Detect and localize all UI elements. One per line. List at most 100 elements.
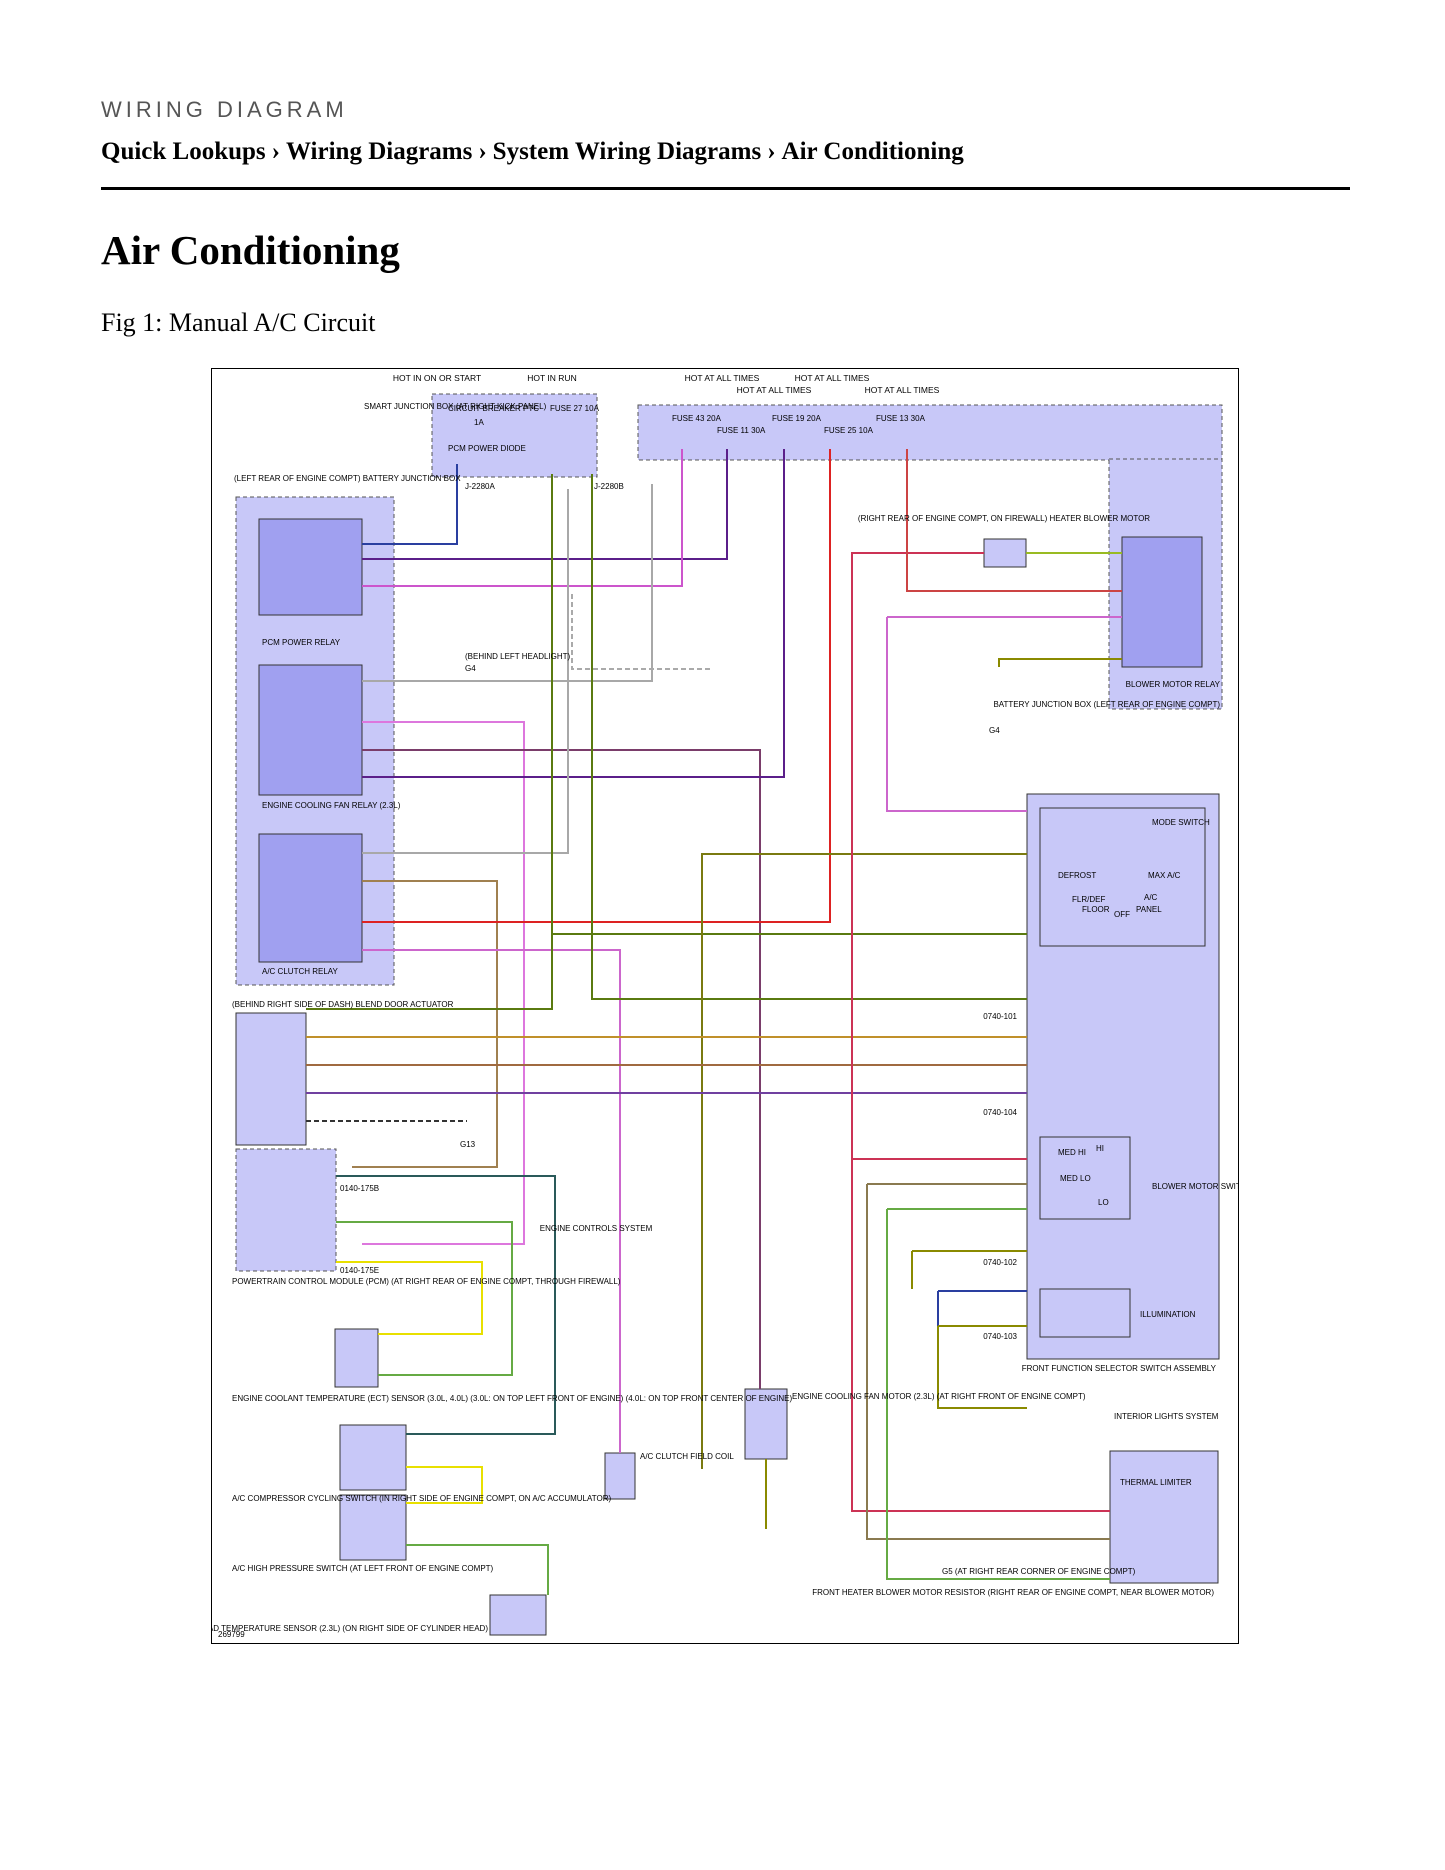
label-heater-blower: (RIGHT REAR OF ENGINE COMPT, ON FIREWALL… — [858, 514, 1150, 523]
label-mode-floor: FLOOR — [1082, 905, 1110, 914]
wire-blu-red-fan — [362, 449, 785, 778]
label-blower-switch: BLOWER MOTOR SWITCH — [1152, 1182, 1238, 1191]
label-conn-0740-104: 0740-104 — [983, 1108, 1017, 1117]
label-resistor: FRONT HEATER BLOWER MOTOR RESISTOR (RIGH… — [812, 1588, 1214, 1597]
label-breaker-rating: 1A — [474, 418, 484, 427]
label-blower-medhi: MED HI — [1058, 1148, 1086, 1157]
label-high-pressure: A/C HIGH PRESSURE SWITCH (AT LEFT FRONT … — [232, 1564, 494, 1573]
heater-blower-motor — [983, 538, 1027, 568]
label-illumination: ILLUMINATION — [1140, 1310, 1196, 1319]
wire-grn-brn-top — [306, 474, 553, 1010]
breadcrumb-separator: › — [478, 138, 487, 165]
label-pcm: POWERTRAIN CONTROL MODULE (PCM) (AT RIGH… — [232, 1277, 621, 1286]
label-ect: ENGINE COOLANT TEMPERATURE (ECT) SENSOR … — [232, 1394, 792, 1403]
header-divider — [101, 187, 1350, 190]
label-fuse-11: FUSE 11 30A — [717, 426, 766, 435]
label-blower-motor-relay: BLOWER MOTOR RELAY — [1126, 680, 1221, 689]
label-conn-0740-103: 0740-103 — [983, 1332, 1017, 1341]
label-ground-note: (BEHIND LEFT HEADLIGHT) — [465, 652, 571, 661]
label-diode: PCM POWER DIODE — [448, 444, 526, 453]
label-fuse-13: FUSE 13 30A — [876, 414, 926, 423]
label-breaker: CIRCUIT BREAKER PTC — [448, 404, 539, 413]
wiring-diagram-svg: HOT IN ON OR START HOT IN RUN HOT AT ALL… — [212, 373, 1238, 1639]
breadcrumb-current: Air Conditioning — [781, 138, 964, 165]
engine-cooling-fan-relay — [258, 664, 363, 796]
label-fuse-25: FUSE 25 10A — [824, 426, 874, 435]
clutch-coil — [604, 1452, 636, 1500]
label-conn-0140-175b: 0140-175B — [340, 1184, 379, 1193]
blend-door-actuator — [235, 1012, 307, 1146]
illumination-inner — [1039, 1288, 1131, 1338]
wire-gry-brn — [866, 1183, 1110, 1540]
label-g5: G5 (AT RIGHT REAR CORNER OF ENGINE COMPT… — [942, 1567, 1136, 1576]
label-thermal-limiter: THERMAL LIMITER — [1120, 1478, 1192, 1487]
diagram-labels: HOT IN ON OR START HOT IN RUN HOT AT ALL… — [212, 373, 1238, 1639]
breadcrumb-separator: › — [271, 138, 280, 165]
label-connector-b: J-2280B — [594, 482, 624, 491]
label-mode-panel: PANEL — [1136, 905, 1162, 914]
label-fuse27: FUSE 27 10A — [550, 404, 600, 413]
wire-blu-wht — [937, 1290, 1027, 1393]
label-engine-controls: ENGINE CONTROLS SYSTEM — [540, 1224, 653, 1233]
label-power-4: HOT AT ALL TIMES — [737, 385, 812, 395]
wires — [306, 449, 1122, 1595]
ect-sensor — [334, 1328, 379, 1388]
label-battery-box-left: (LEFT REAR OF ENGINE COMPT) BATTERY JUNC… — [234, 474, 461, 483]
wire-vio-wht — [362, 949, 621, 1453]
label-conn-0740-102: 0740-102 — [983, 1258, 1017, 1267]
breadcrumb-system-wiring-diagrams[interactable]: System Wiring Diagrams — [492, 138, 762, 165]
label-ac-clutch-relay: A/C CLUTCH RELAY — [262, 967, 339, 976]
label-power-3: HOT AT ALL TIMES — [685, 373, 760, 383]
breadcrumb-quick-lookups[interactable]: Quick Lookups — [101, 138, 266, 165]
wire-wht-brn — [352, 880, 498, 1168]
chts-sensor — [489, 1594, 547, 1636]
wire-grn-org-switch — [406, 1544, 549, 1595]
breadcrumb: Quick Lookups›Wiring Diagrams›System Wir… — [101, 138, 964, 166]
label-mode-switch: MODE SWITCH — [1152, 818, 1210, 827]
label-clutch-coil: A/C CLUTCH FIELD COIL — [640, 1452, 734, 1461]
label-conn-0740-101: 0740-101 — [983, 1012, 1017, 1021]
page-title: Air Conditioning — [101, 227, 400, 273]
label-cooling-fan-relay: ENGINE COOLING FAN RELAY (2.3L) — [262, 801, 401, 810]
fan-motor — [744, 1388, 788, 1460]
wire-blu-red-pcm — [362, 449, 728, 560]
wire-vio-org-blower — [851, 552, 1110, 1512]
wire-vio-grn — [362, 749, 761, 1389]
label-g13: G13 — [460, 1140, 476, 1149]
wire-gry-2 — [362, 489, 569, 854]
label-power-5: HOT AT ALL TIMES — [795, 373, 870, 383]
wire-gry-vio-ecs — [571, 594, 712, 670]
wire-blk-yel-relay — [998, 658, 1122, 667]
wire-gry — [362, 484, 653, 682]
label-ffs-assembly: FRONT FUNCTION SELECTOR SWITCH ASSEMBLY — [1022, 1364, 1217, 1373]
label-interior-lights: INTERIOR LIGHTS SYSTEM — [1114, 1412, 1219, 1421]
breadcrumb-wiring-diagrams[interactable]: Wiring Diagrams — [286, 138, 473, 165]
pcm-box — [235, 1148, 337, 1272]
wire-blu-grn — [362, 464, 458, 545]
ac-clutch-relay — [258, 833, 363, 963]
label-power-2: HOT IN RUN — [527, 373, 576, 383]
label-blower-medlo: MED LO — [1060, 1174, 1091, 1183]
pcm-power-relay — [258, 518, 363, 616]
fuse-box-top — [637, 404, 1223, 461]
wiring-diagram-figure: HOT IN ON OR START HOT IN RUN HOT AT ALL… — [211, 368, 1239, 1644]
wire-grn-wht-switch — [886, 1208, 1110, 1580]
wire-gry-vio-87 — [362, 449, 683, 587]
label-mode-max-ac: MAX A/C — [1148, 871, 1181, 880]
blower-switch-inner — [1039, 1136, 1131, 1220]
label-fuse-43: FUSE 43 20A — [672, 414, 722, 423]
wire-red — [362, 449, 831, 923]
section-kicker: WIRING DIAGRAM — [101, 97, 348, 122]
label-mode-defrost: DEFROST — [1058, 871, 1096, 880]
blower-motor-relay — [1121, 536, 1203, 668]
wire-grn-brn-right — [591, 474, 1027, 1000]
smart-junction-box — [431, 393, 598, 478]
wire-grn-wht — [336, 1221, 513, 1376]
blower-resistor — [1109, 1450, 1219, 1584]
wire-grn-org — [701, 853, 1027, 1469]
label-g4-pcm-relay: G4 — [465, 664, 476, 673]
label-mode-ac: A/C — [1144, 893, 1158, 902]
figure-caption: Fig 1: Manual A/C Circuit — [101, 308, 376, 337]
wire-yel — [336, 1261, 483, 1335]
label-g4-relay-right: G4 — [989, 726, 1000, 735]
